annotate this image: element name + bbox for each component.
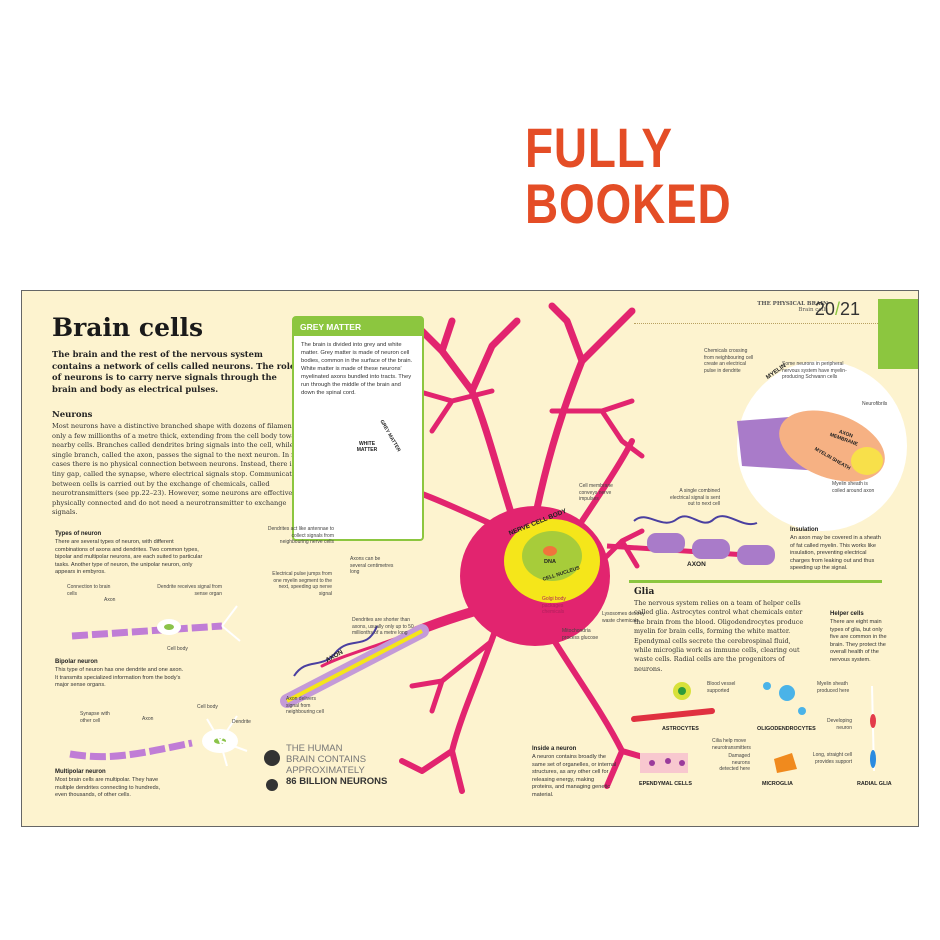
brand-logo: FULLY BOOKED (525, 116, 732, 235)
label-dna: DNA (544, 559, 556, 565)
right-axon (606, 515, 775, 565)
insulation-heading: Insulation (790, 527, 819, 533)
glia-drawings (631, 682, 876, 773)
label-synapse: Synapse with other cell (80, 711, 110, 724)
head-profile-icon (878, 299, 918, 369)
axon-end (851, 447, 883, 475)
label-mitochondria: Mitochondria process glucose (562, 628, 599, 641)
label-multipolar-axon: Axon (142, 716, 154, 722)
label-schwann: Some neurons in peripheral nervous syste… (782, 361, 847, 381)
label-myelin-coiled: Myelin sheath is coiled around axon (832, 481, 875, 494)
label-pulse-jumps: Electrical pulse jumps from one myelin s… (272, 571, 332, 597)
types-body: There are several types of neuron, with … (55, 539, 203, 575)
oligodendrocytes-label: OLIGODENDROCYTES (757, 726, 816, 732)
insulation-body: An axon may be covered in a sheath of fa… (790, 535, 881, 571)
section-name: THE PHYSICAL BRAIN (757, 301, 828, 307)
signal-arrow-right (633, 515, 758, 526)
stat-neuron-icon-2 (266, 779, 278, 791)
label-myelin-produced: Myelin sheath produced here (817, 681, 850, 694)
inside-neuron-body: A neuron contains broadly the same set o… (532, 754, 617, 798)
astrocytes-label: ASTROCYTES (662, 726, 699, 732)
types-heading: Types of neuron (55, 531, 102, 537)
intro-text: The brain and the rest of the nervous sy… (52, 349, 296, 394)
label-axon-delivers: Axon delivers signal from neighbouring c… (286, 696, 324, 716)
neuron-count-stat: THE HUMAN BRAIN CONTAINS APPROXIMATELY 8… (286, 743, 388, 787)
bipolar-body: This type of neuron has one dendrite and… (55, 667, 184, 688)
neurons-heading: Neurons (52, 410, 93, 420)
label-damaged-neurons: Damaged neurons detected here (719, 753, 750, 773)
label-connection: Connection to brain cells (67, 584, 111, 597)
label-lysosomes: Lysosomes destroy waste chemicals (602, 611, 645, 624)
radial-glia-label: RADIAL GLIA (857, 781, 892, 787)
label-neurofibrils: Neurofibrils (862, 401, 888, 407)
subsection-name: Brain cells (798, 307, 828, 313)
header-divider (634, 323, 884, 324)
left-axon (280, 624, 429, 708)
label-multipolar-cellbody: Cell body (197, 704, 218, 710)
grey-matter-body: The brain is divided into grey and white… (301, 342, 413, 396)
dna (543, 546, 557, 556)
page-title: Brain cells (52, 313, 204, 342)
label-blood-vessel: Blood vessel supported (707, 681, 736, 694)
helper-cells-heading: Helper cells (830, 611, 864, 617)
multipolar-body: Most brain cells are multipolar. They ha… (55, 777, 161, 798)
label-bipolar-cellbody: Cell body (167, 646, 188, 652)
label-multipolar-dendrite: Dendrite (232, 719, 251, 725)
page-numbers: 20/21 (814, 299, 860, 319)
bipolar-heading: Bipolar neuron (55, 659, 98, 665)
label-dendrite-sense: Dendrite receives signal from sense orga… (157, 584, 222, 597)
running-head: THE PHYSICAL BRAIN Brain cells (757, 301, 828, 313)
multipolar-neuron-drawing (69, 715, 248, 767)
label-axon-right: AXON (687, 561, 706, 568)
book-spread: Brain cells The brain and the rest of th… (21, 290, 919, 827)
cell-nucleus (522, 531, 582, 581)
label-dendrites-antennae: Dendrites act like antennae to collect s… (267, 526, 334, 546)
label-single-signal: A single combined electrical signal is s… (669, 488, 720, 508)
bipolar-neuron-drawing (71, 605, 241, 642)
label-cilia: Cilia help move neurotransmitters (712, 738, 751, 751)
grey-matter-heading: GREY MATTER (294, 318, 422, 336)
helper-cells-body: There are eight main types of glia, but … (830, 619, 887, 663)
label-long-cell: Long, straight cell provides support (812, 752, 852, 765)
label-bipolar-axon: Axon (104, 597, 116, 603)
glia-divider (629, 580, 882, 583)
grey-matter-box: GREY MATTER The brain is divided into gr… (292, 316, 424, 541)
label-axons-long: Axons can be several centimetres long (350, 556, 394, 576)
microglia-label: MICROGLIA (762, 781, 793, 787)
label-developing-neuron: Developing neuron (826, 718, 852, 731)
ependymal-label: EPENDYMAL CELLS (639, 781, 692, 787)
signal-arrow-left (293, 625, 378, 677)
neurons-body: Most neurons have a distinctive branched… (52, 422, 308, 517)
label-cell-membrane: Cell membrane conveys nerve impulses (579, 483, 613, 503)
label-golgi: Golgi body packages chemicals (542, 596, 566, 616)
glia-body: The nervous system relies on a team of h… (634, 599, 804, 673)
inside-neuron-heading: Inside a neuron (532, 746, 577, 752)
label-dendrites-shorter: Dendrites are shorter than axons, usuall… (352, 617, 414, 637)
glia-heading: Glia (634, 587, 655, 597)
multipolar-heading: Multipolar neuron (55, 769, 106, 775)
label-chemicals-crossing: Chemicals crossing from neighbouring cel… (704, 348, 754, 374)
stat-neuron-icon-1 (264, 750, 280, 766)
